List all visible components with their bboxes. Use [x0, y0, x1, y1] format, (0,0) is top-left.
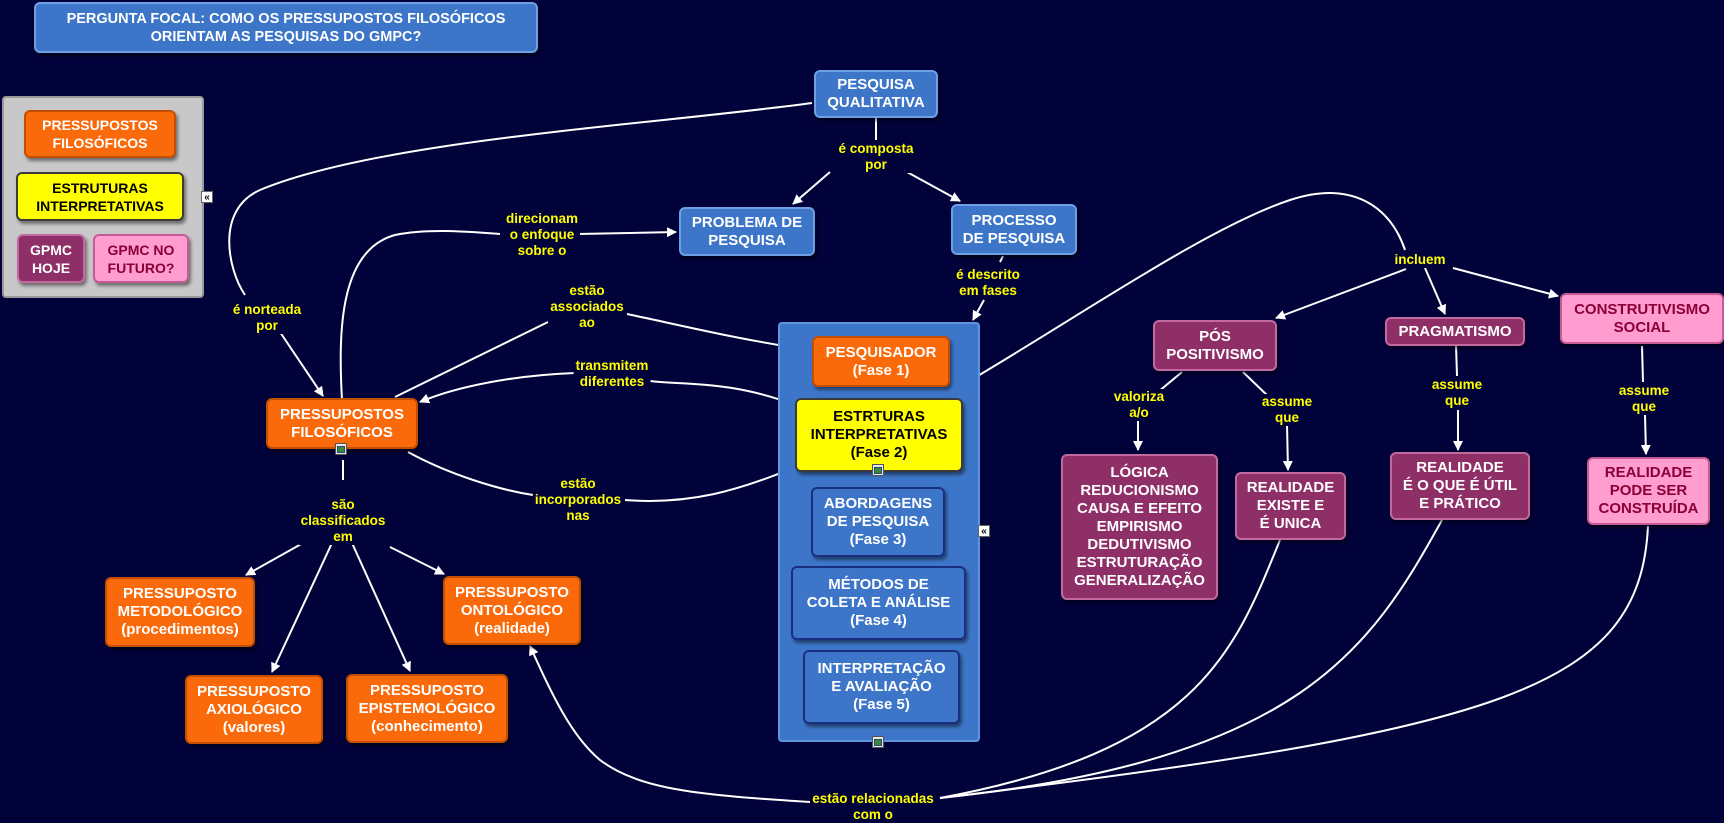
link-label-associados: estão associados ao [548, 283, 626, 331]
link-label-direcionam: direcionam o enfoque sobre o [503, 211, 581, 259]
concept-realidade-util[interactable]: REALIDADE É O QUE É ÚTIL E PRÁTICO [1390, 452, 1530, 520]
concept-pressupostos-filosoficos[interactable]: PRESSUPOSTOS FILOSÓFICOS [266, 398, 418, 449]
legend-collapse-icon[interactable]: « [201, 191, 213, 203]
link-label-norteada: é norteada por [230, 302, 304, 334]
concept-logica-reducionismo[interactable]: LÓGICA REDUCIONISMO CAUSA E EFEITO EMPIR… [1061, 454, 1218, 600]
link-label-classificados: são classificados em [298, 497, 388, 545]
phases-collapse-icon[interactable]: « [978, 525, 990, 537]
link-label-assume-que-prag: assume que [1429, 377, 1485, 409]
link-label-transmitem: transmitem diferentes [573, 358, 651, 390]
concept-fase5-interpretacao[interactable]: INTERPRETAÇÃO E AVALIAÇÃO (Fase 5) [803, 650, 960, 724]
concept-pressuposto-axiologico[interactable]: PRESSUPOSTO AXIOLÓGICO (valores) [185, 675, 323, 744]
phases-resource-icon[interactable] [872, 736, 884, 748]
link-label-relacionadas: estão relacionadas com o [810, 791, 936, 823]
legend-gpmc-futuro: GPMC NO FUTURO? [93, 234, 189, 283]
concept-fase3-abordagens[interactable]: ABORDAGENS DE PESQUISA (Fase 3) [811, 487, 945, 557]
link-label-incorporados: estão incorporados nas [532, 476, 624, 524]
focal-question: PERGUNTA FOCAL: COMO OS PRESSUPOSTOS FIL… [34, 2, 538, 53]
concept-realidade-construida[interactable]: REALIDADE PODE SER CONSTRUÍDA [1587, 457, 1710, 525]
concept-pragmatismo[interactable]: PRAGMATISMO [1385, 317, 1525, 346]
concept-problema-pesquisa[interactable]: PROBLEMA DE PESQUISA [679, 207, 815, 256]
concept-construtivismo-social[interactable]: CONSTRUTIVISMO SOCIAL [1560, 293, 1724, 344]
link-label-assume-que-constr: assume que [1616, 383, 1672, 415]
legend-gpmc-hoje: GPMC HOJE [17, 234, 85, 283]
link-label-assume-que-pos: assume que [1259, 394, 1315, 426]
link-label-composta: é composta por [836, 141, 916, 173]
concept-fase4-metodos[interactable]: MÉTODOS DE COLETA E ANÁLISE (Fase 4) [791, 566, 966, 640]
link-label-descrito: é descrito em fases [954, 267, 1022, 299]
concept-realidade-unica[interactable]: REALIDADE EXISTE E É UNICA [1235, 472, 1346, 540]
concept-pressuposto-epistemologico[interactable]: PRESSUPOSTO EPISTEMOLÓGICO (conhecimento… [346, 674, 508, 743]
concept-fase2-estruturas[interactable]: ESTRTURAS INTERPRETATIVAS (Fase 2) [795, 398, 963, 472]
legend-estruturas: ESTRUTURAS INTERPRETATIVAS [16, 172, 184, 221]
concept-pressuposto-metodologico[interactable]: PRESSUPOSTO METODOLÓGICO (procedimentos) [105, 577, 255, 647]
concept-pressuposto-ontologico[interactable]: PRESSUPOSTO ONTOLÓGICO (realidade) [443, 576, 581, 645]
legend-pressupostos: PRESSUPOSTOS FILOSÓFICOS [24, 110, 176, 158]
link-label-incluem: incluem [1392, 252, 1448, 268]
pressupostos-resource-icon[interactable] [335, 443, 347, 455]
concept-fase1-pesquisador[interactable]: PESQUISADOR (Fase 1) [812, 336, 950, 387]
concept-pos-positivismo[interactable]: PÓS POSITIVISMO [1153, 320, 1277, 371]
concept-pesquisa-qualitativa[interactable]: PESQUISA QUALITATIVA [814, 70, 938, 118]
concept-processo-pesquisa[interactable]: PROCESSO DE PESQUISA [951, 204, 1077, 255]
fase2-resource-icon[interactable] [872, 464, 884, 476]
link-label-valoriza: valoriza a/o [1111, 389, 1167, 421]
